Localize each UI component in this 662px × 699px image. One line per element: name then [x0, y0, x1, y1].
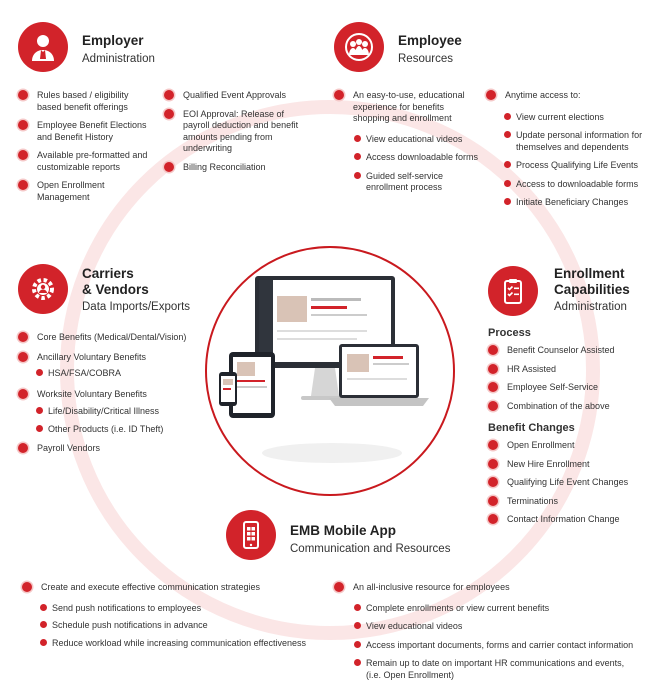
- list-item: Schedule push notifications in advance: [40, 620, 322, 632]
- list-item: Open Enrollment: [488, 440, 653, 452]
- list-item: Core Benefits (Medical/Dental/Vision): [18, 332, 218, 344]
- list-item: Employee Benefit Elections and Benefit H…: [18, 120, 153, 143]
- mobile-title: EMB Mobile App: [290, 523, 396, 538]
- employee-icon: [334, 22, 384, 72]
- list-item: View current elections: [504, 112, 652, 124]
- devices-image: [219, 276, 429, 463]
- list-item: Combination of the above: [488, 400, 653, 413]
- benefit-changes-heading: Benefit Changes: [488, 422, 575, 434]
- list-item: Benefit Counselor Assisted: [488, 345, 653, 357]
- list-item: View educational videos: [354, 621, 654, 633]
- list-item: Employee Self-Service: [488, 382, 653, 394]
- list-item: Qualifying Life Event Changes: [488, 477, 653, 489]
- carriers-title-2: & Vendors: [82, 282, 149, 297]
- employer-subtitle: Administration: [82, 53, 155, 65]
- enrollment-subtitle: Administration: [554, 301, 627, 313]
- carriers-gear-icon: [18, 264, 68, 314]
- carriers-list: Core Benefits (Medical/Dental/Vision) An…: [18, 332, 218, 455]
- carriers-subtitle: Data Imports/Exports: [82, 301, 191, 313]
- list-item: Remain up to date on important HR commun…: [354, 658, 636, 681]
- list-item: Rules based / eligibility based benefit …: [18, 90, 153, 113]
- list-item: Anytime access to:: [486, 90, 652, 102]
- list-item: Reduce workload while increasing communi…: [40, 638, 322, 650]
- list-item: Process Qualifying Life Events: [504, 160, 652, 172]
- list-item: Initiate Beneficiary Changes: [504, 197, 652, 209]
- carriers-title-1: Carriers: [82, 266, 134, 281]
- list-item: Contact Information Change: [488, 514, 653, 526]
- list-item: Qualified Event Approvals: [164, 90, 304, 102]
- employer-list-2: Qualified Event Approvals EOI Approval: …: [164, 90, 304, 173]
- list-item: View educational videos: [354, 134, 479, 146]
- mobile-list-1: Create and execute effective communicati…: [22, 582, 322, 649]
- benefit-changes-list: Open Enrollment New Hire Enrollment Qual…: [488, 440, 653, 526]
- employer-list-1: Rules based / eligibility based benefit …: [18, 90, 153, 203]
- employee-subtitle: Resources: [398, 53, 453, 65]
- list-item: EOI Approval: Release of payroll deducti…: [164, 108, 304, 155]
- clipboard-icon: [488, 266, 538, 316]
- list-item: Payroll Vendors: [18, 443, 218, 455]
- list-item: HSA/FSA/COBRA: [36, 368, 218, 380]
- mobile-list-2: An all-inclusive resource for employees …: [334, 582, 654, 681]
- list-item: Billing Reconciliation: [164, 161, 304, 174]
- list-item: Complete enrollments or view current ben…: [354, 603, 654, 615]
- list-item: An easy-to-use, educational experience f…: [334, 90, 479, 125]
- list-item: Worksite Voluntary Benefits: [18, 388, 218, 401]
- mobile-phone-icon: [226, 510, 276, 560]
- process-heading: Process: [488, 327, 531, 339]
- list-item: Ancillary Voluntary Benefits: [18, 351, 218, 364]
- list-item: An all-inclusive resource for employees: [334, 582, 654, 594]
- list-item: Create and execute effective communicati…: [22, 582, 322, 594]
- list-item: New Hire Enrollment: [488, 458, 653, 471]
- list-item: Access important documents, forms and ca…: [354, 640, 654, 652]
- list-item: Access to downloadable forms: [504, 179, 652, 191]
- employer-title: Employer: [82, 33, 144, 48]
- process-list: Benefit Counselor Assisted HR Assisted E…: [488, 345, 653, 412]
- list-item: Life/Disability/Critical Illness: [36, 406, 218, 418]
- enrollment-title-1: Enrollment: [554, 266, 625, 281]
- devices-illustration: [205, 246, 455, 496]
- mobile-subtitle: Communication and Resources: [290, 543, 451, 555]
- list-item: HR Assisted: [488, 363, 653, 376]
- list-item: Update personal information for themselv…: [504, 130, 652, 153]
- employer-icon: [18, 22, 68, 72]
- employee-title: Employee: [398, 33, 462, 48]
- list-item: Access downloadable forms: [354, 152, 479, 164]
- list-item: Available pre-formatted and customizable…: [18, 150, 153, 173]
- list-item: Other Products (i.e. ID Theft): [36, 424, 218, 436]
- employee-list-2: Anytime access to: View current election…: [486, 90, 652, 209]
- enrollment-title-2: Capabilities: [554, 282, 630, 297]
- employee-list-1: An easy-to-use, educational experience f…: [334, 90, 479, 194]
- list-item: Terminations: [488, 495, 653, 508]
- list-item: Send push notifications to employees: [40, 603, 322, 615]
- list-item: Open Enrollment Management: [18, 180, 153, 203]
- list-item: Guided self-service enrollment process: [354, 171, 479, 194]
